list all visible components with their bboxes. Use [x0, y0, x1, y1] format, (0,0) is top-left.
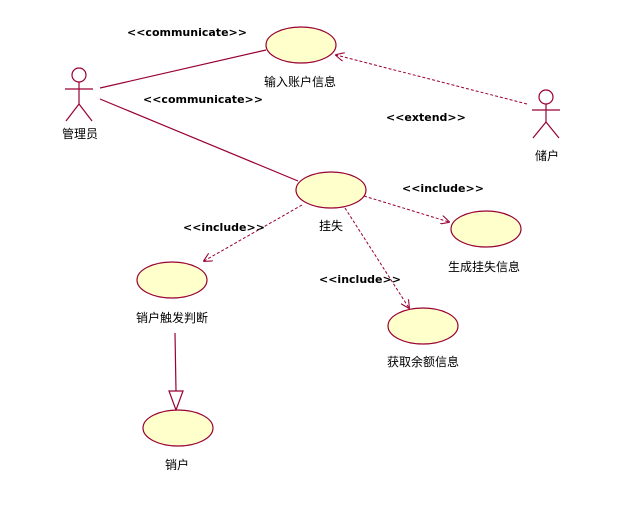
- usecase-report-loss[interactable]: 挂失: [295, 171, 367, 233]
- usecase-generate-loss-info-label: 生成挂失信息: [448, 259, 520, 274]
- stereotype-communicate-input: <<communicate>>: [127, 26, 247, 39]
- usecase-cancel-trigger-label: 销户触发判断: [136, 310, 208, 325]
- actor-admin-label: 管理员: [62, 126, 98, 141]
- association-admin-input-account: [99, 49, 267, 89]
- stick-figure-icon: [532, 89, 560, 139]
- generalization-relationship: [168, 332, 184, 412]
- include-cancel-trigger: [204, 204, 303, 261]
- usecase-input-account[interactable]: 输入账户信息: [264, 26, 337, 89]
- actor-depositor-label: 储户: [535, 148, 559, 163]
- stereotype-communicate-loss: <<communicate>>: [143, 93, 263, 106]
- usecase-get-balance-info[interactable]: 获取余额信息: [387, 307, 459, 369]
- usecase-generate-loss-info[interactable]: 生成挂失信息: [448, 210, 522, 274]
- stick-figure-icon: [65, 67, 93, 122]
- include-get-balance-info: [344, 207, 409, 308]
- stereotype-include-generate: <<include>>: [402, 182, 484, 195]
- stereotype-extend: <<extend>>: [386, 111, 466, 124]
- stereotype-include-trigger: <<include>>: [183, 221, 265, 234]
- usecase-get-balance-info-label: 获取余额信息: [387, 354, 459, 369]
- actor-admin[interactable]: 管理员: [62, 67, 98, 141]
- usecase-cancel-trigger[interactable]: 销户触发判断: [136, 261, 208, 325]
- include-generate-loss-info: [363, 195, 449, 222]
- actor-depositor[interactable]: 储户: [532, 89, 560, 163]
- usecase-input-account-label: 输入账户信息: [264, 74, 336, 89]
- usecase-cancel-account-label: 销户: [165, 457, 189, 472]
- extend-relationship: [336, 55, 528, 105]
- usecase-report-loss-label: 挂失: [319, 218, 343, 233]
- usecase-cancel-account[interactable]: 销户: [142, 409, 214, 472]
- association-admin-report-loss: [99, 98, 299, 182]
- stereotype-include-balance: <<include>>: [319, 273, 401, 286]
